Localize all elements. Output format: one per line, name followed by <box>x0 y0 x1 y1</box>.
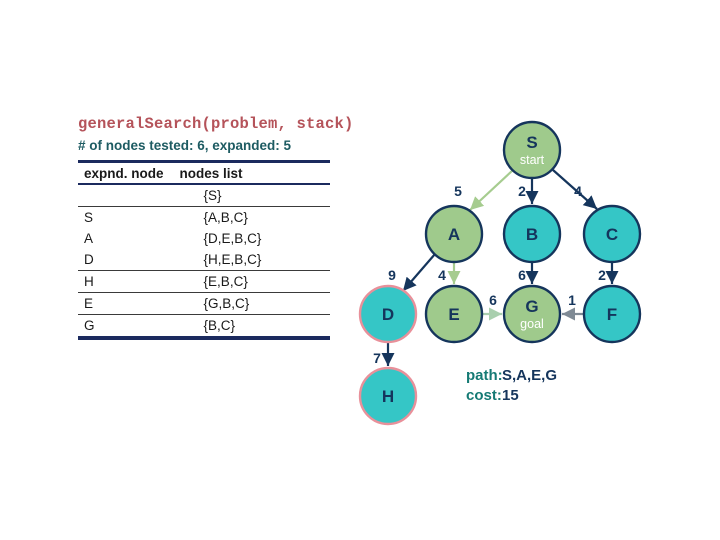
search-graph-svg: S start A B C D E G goal F H 5 2 4 9 <box>358 120 642 426</box>
cell-expanded-node <box>78 184 174 207</box>
graph-edges <box>381 169 619 366</box>
table-header-row: expnd. node nodes list <box>78 161 330 185</box>
graph-node-G[interactable] <box>502 284 562 344</box>
cell-nodes-list: {S} <box>173 184 330 207</box>
cell-nodes-list: {E,B,C} <box>173 270 330 293</box>
graph-node-F[interactable] <box>582 284 642 344</box>
cost-label: cost: <box>466 387 502 404</box>
edge-weight-B-G: 6 <box>518 267 526 283</box>
cell-nodes-list: {D,E,B,C} <box>203 231 262 246</box>
edge-weight-F-G: 1 <box>568 292 576 308</box>
graph-nodes: S start A B C D E G goal F H <box>358 120 642 426</box>
edge-weight-D-H: 7 <box>373 350 381 366</box>
edge-weight-A-E: 4 <box>438 267 446 283</box>
cell-expanded-node: G <box>84 318 95 333</box>
graph-node-C-letter: C <box>606 225 618 244</box>
edge-weight-S-A: 5 <box>454 183 462 199</box>
cell-nodes-list: {G,B,C} <box>173 292 330 315</box>
graph-node-D-letter: D <box>382 305 394 324</box>
graph-node-C[interactable] <box>582 204 642 264</box>
cell-expanded-node: D <box>78 249 174 271</box>
edge-weight-A-D: 9 <box>388 267 396 283</box>
edge-S-C <box>552 169 598 210</box>
graph-node-G-letter: G <box>525 297 538 316</box>
graph-node-F-letter: F <box>607 305 617 324</box>
graph-node-A-letter: A <box>448 225 460 244</box>
edge-weight-S-C: 4 <box>574 183 582 199</box>
search-graph-panel: S start A B C D E G goal F H 5 2 4 9 <box>350 108 660 428</box>
graph-node-S-sublabel: start <box>520 153 545 167</box>
edge-weight-C-F: 2 <box>598 267 606 283</box>
graph-node-B-letter: B <box>526 225 538 244</box>
cell-expanded-node: H <box>78 270 174 293</box>
graph-node-B[interactable] <box>502 204 562 264</box>
edge-weight-S-B: 2 <box>518 183 526 199</box>
graph-node-G-sublabel: goal <box>520 317 544 331</box>
cell-expanded-node: E <box>78 292 174 315</box>
edge-S-A <box>469 169 514 211</box>
column-header-nodes-list: nodes list <box>173 161 330 185</box>
search-trace-panel: generalSearch(problem, stack) # of nodes… <box>78 114 354 340</box>
algorithm-title: generalSearch(problem, stack) <box>78 115 354 133</box>
edge-A-D <box>402 253 436 292</box>
cell-nodes-list: {H,E,B,C} <box>173 249 330 271</box>
table-row: E {G,B,C} <box>78 292 330 315</box>
path-value: S,A,E,G <box>502 367 557 384</box>
cell-expanded-node: S <box>84 210 94 225</box>
graph-node-H[interactable] <box>358 366 418 426</box>
graph-node-S[interactable] <box>502 120 562 180</box>
table-row: H {E,B,C} <box>78 270 330 293</box>
table-row: D {H,E,B,C} <box>78 249 330 271</box>
cell-expanded-node: A <box>84 231 94 246</box>
edge-weight-E-G: 6 <box>489 292 497 308</box>
graph-node-S-letter: S <box>526 133 537 152</box>
search-result-summary: path: S,A,E,G cost: 15 <box>466 367 557 404</box>
table-row: S {A,B,C} <box>78 207 330 229</box>
graph-node-E[interactable] <box>424 284 484 344</box>
graph-node-D[interactable] <box>358 284 418 344</box>
node-counts-summary: # of nodes tested: 6, expanded: 5 <box>78 138 292 153</box>
path-label: path: <box>466 367 503 384</box>
search-trace-table: expnd. node nodes list {S} S {A,B,C} A {… <box>78 160 330 340</box>
graph-node-H-letter: H <box>382 387 394 406</box>
table-row: {S} <box>78 184 330 207</box>
table-row: A {D,E,B,C} <box>78 228 330 249</box>
graph-node-A[interactable] <box>424 204 484 264</box>
graph-edge-weights: 5 2 4 9 4 6 2 6 1 7 <box>373 183 606 366</box>
cell-nodes-list: {A,B,C} <box>203 210 248 225</box>
cost-value: 15 <box>502 387 519 404</box>
column-header-expanded-node: expnd. node <box>78 161 174 185</box>
graph-node-E-letter: E <box>448 305 459 324</box>
cell-nodes-list: {B,C} <box>203 318 236 333</box>
table-row: G {B,C} <box>78 315 330 339</box>
